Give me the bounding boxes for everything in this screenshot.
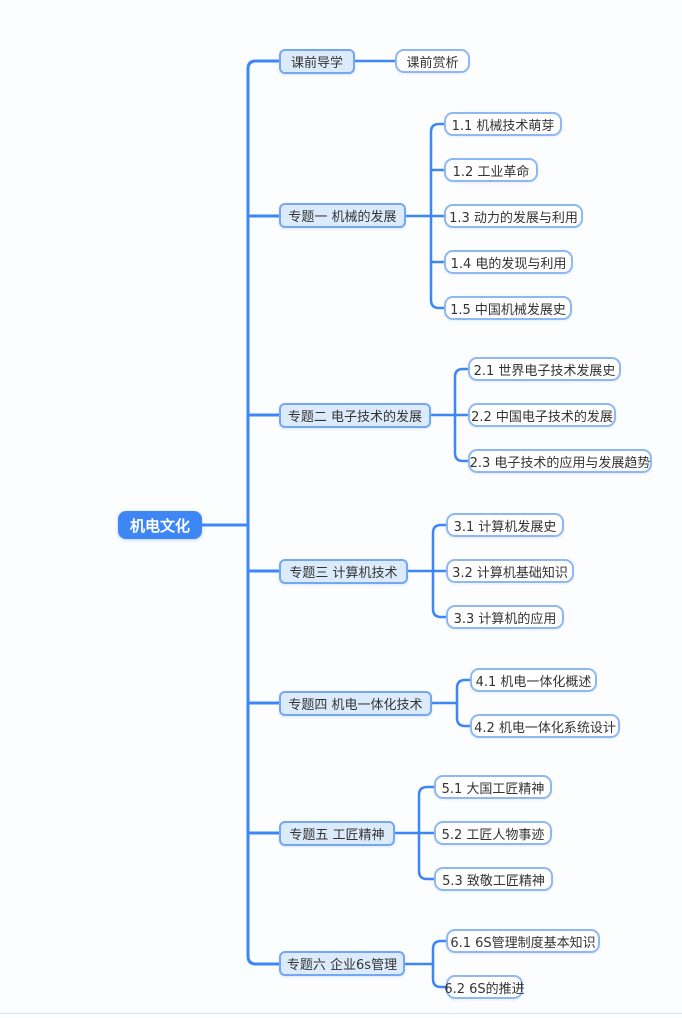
branch-node-5[interactable]: 专题五 工匠精神 [279,821,395,846]
branch-node-6[interactable]: 专题六 企业6s管理 [279,951,405,976]
bottom-divider [0,1013,682,1014]
leaf-node-5-0[interactable]: 5.1 大国工匠精神 [434,775,552,799]
leaf-node-3-1[interactable]: 3.2 计算机基础知识 [446,559,574,583]
leaf-node-1-1[interactable]: 1.2 工业革命 [444,158,538,182]
leaf-node-2-1[interactable]: 2.2 中国电子技术的发展 [468,403,616,427]
leaf-node-2-0[interactable]: 2.1 世界电子技术发展史 [468,357,621,381]
leaf-node-2-2[interactable]: 2.3 电子技术的应用与发展趋势 [468,449,652,473]
leaf-node-1-0[interactable]: 1.1 机械技术萌芽 [444,112,562,136]
leaf-node-5-1[interactable]: 5.2 工匠人物事迹 [434,821,552,845]
branch-node-2[interactable]: 专题二 电子技术的发展 [279,403,431,428]
leaf-node-0-0[interactable]: 课前赏析 [395,49,470,73]
branch-node-1[interactable]: 专题一 机械的发展 [279,203,406,228]
branch-node-4[interactable]: 专题四 机电一体化技术 [279,691,432,716]
leaf-node-1-3[interactable]: 1.4 电的发现与利用 [444,250,573,274]
leaf-node-3-2[interactable]: 3.3 计算机的应用 [446,605,564,629]
leaf-node-3-0[interactable]: 3.1 计算机发展史 [446,513,564,537]
leaf-node-5-2[interactable]: 5.3 致敬工匠精神 [434,867,553,891]
branch-node-3[interactable]: 专题三 计算机技术 [279,559,408,584]
leaf-node-1-2[interactable]: 1.3 动力的发展与利用 [444,204,583,228]
leaf-node-6-1[interactable]: 6.2 6S的推进 [444,975,525,999]
branch-node-0[interactable]: 课前导学 [279,49,355,74]
root-node[interactable]: 机电文化 [118,511,202,539]
leaf-node-4-1[interactable]: 4.2 机电一体化系统设计 [470,714,620,738]
leaf-node-6-0[interactable]: 6.1 6S管理制度基本知识 [446,929,600,953]
leaf-node-1-4[interactable]: 1.5 中国机械发展史 [444,296,572,320]
leaf-node-4-0[interactable]: 4.1 机电一体化概述 [470,668,597,692]
